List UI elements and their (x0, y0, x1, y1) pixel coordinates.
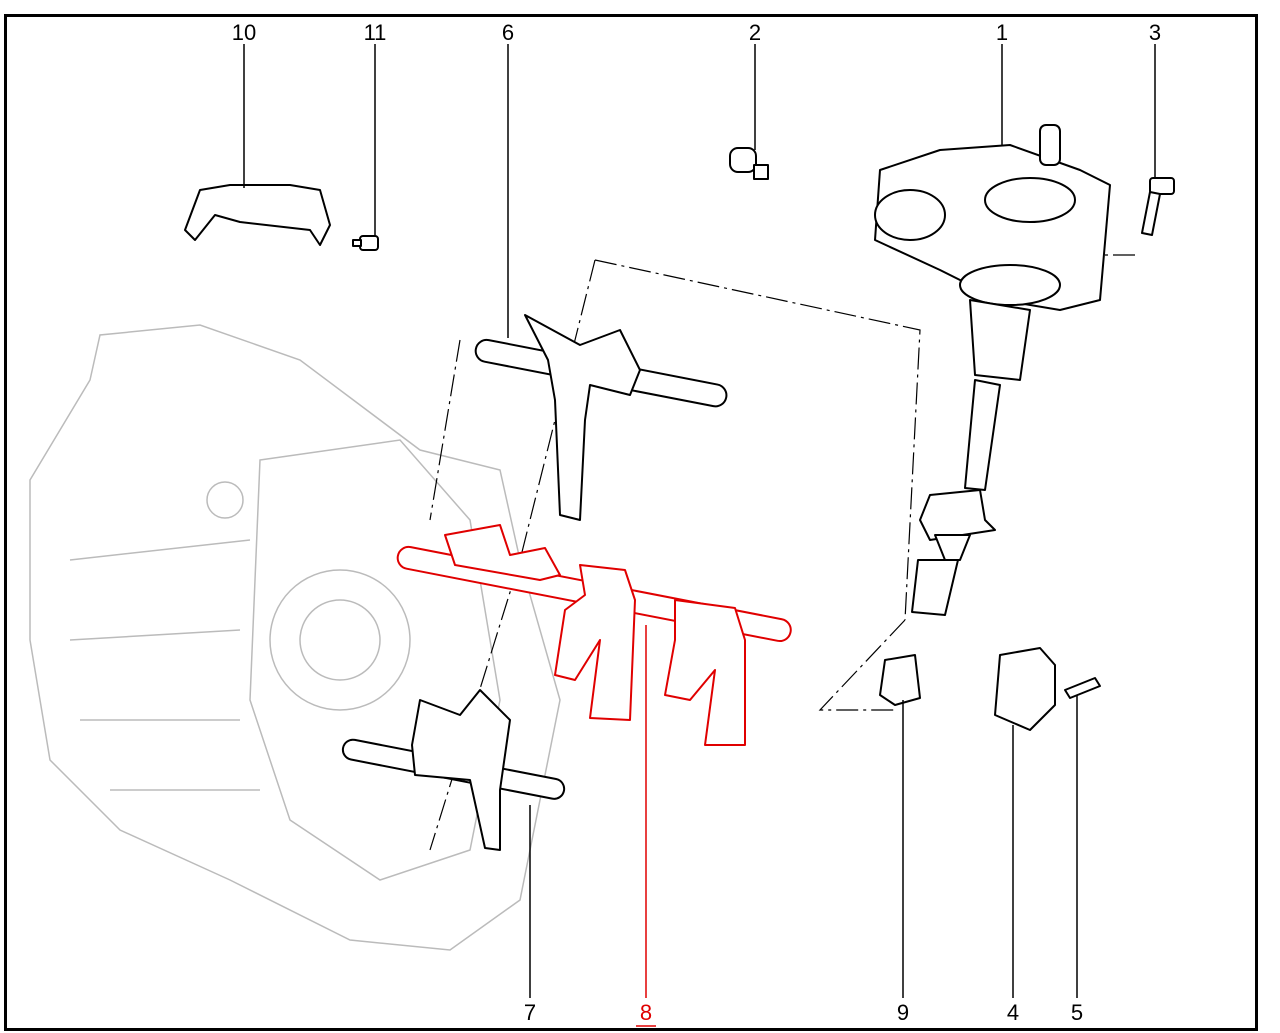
callout-1: 1 (996, 20, 1008, 45)
part-6-shift-fork-rod (474, 314, 728, 521)
part-3-bolt (1141, 177, 1175, 236)
callout-8[interactable]: 8 (640, 1000, 652, 1025)
part-8-shift-fork-rod (396, 524, 792, 746)
part-9-bushing (879, 654, 921, 706)
callout-3: 3 (1149, 20, 1161, 45)
gearbox-housing (29, 324, 561, 951)
callout-2: 2 (749, 20, 761, 45)
part-5-screw (1064, 677, 1101, 699)
part-10-bracket (184, 184, 331, 246)
callout-10: 10 (232, 20, 256, 45)
part-4-block (994, 647, 1056, 731)
part-7-shift-fork-rod (341, 689, 566, 851)
callout-5: 5 (1071, 1000, 1083, 1025)
part-2-plug (729, 147, 769, 180)
callout-7: 7 (524, 1000, 536, 1025)
part-1-shift-shaft-assembly (874, 124, 1111, 616)
callout-4: 4 (1007, 1000, 1019, 1025)
part-11-bolt (352, 235, 379, 251)
callout-11: 11 (364, 20, 387, 45)
callout-9: 9 (897, 1000, 909, 1025)
callout-6: 6 (502, 20, 514, 45)
diagram-frame (4, 14, 1258, 1031)
